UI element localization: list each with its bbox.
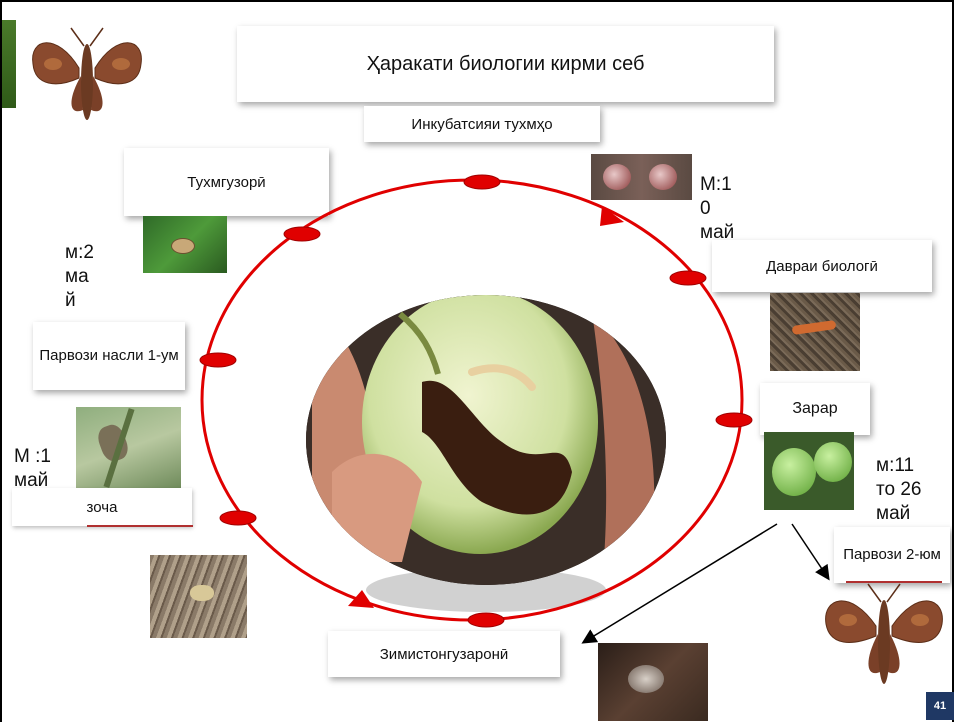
page-number: 41 — [934, 700, 946, 712]
node-left — [200, 353, 236, 367]
moth-image-bottom — [826, 584, 943, 684]
node-top — [464, 175, 500, 189]
node-bottom — [468, 613, 504, 627]
page-number-badge: 41 — [926, 692, 954, 720]
node-upper-left — [284, 227, 320, 241]
node-lower-left — [220, 511, 256, 525]
arrow-to-second-flight — [792, 524, 828, 578]
node-right-upper — [670, 271, 706, 285]
apple-cross-section-image — [302, 290, 672, 592]
node-right — [716, 413, 752, 427]
